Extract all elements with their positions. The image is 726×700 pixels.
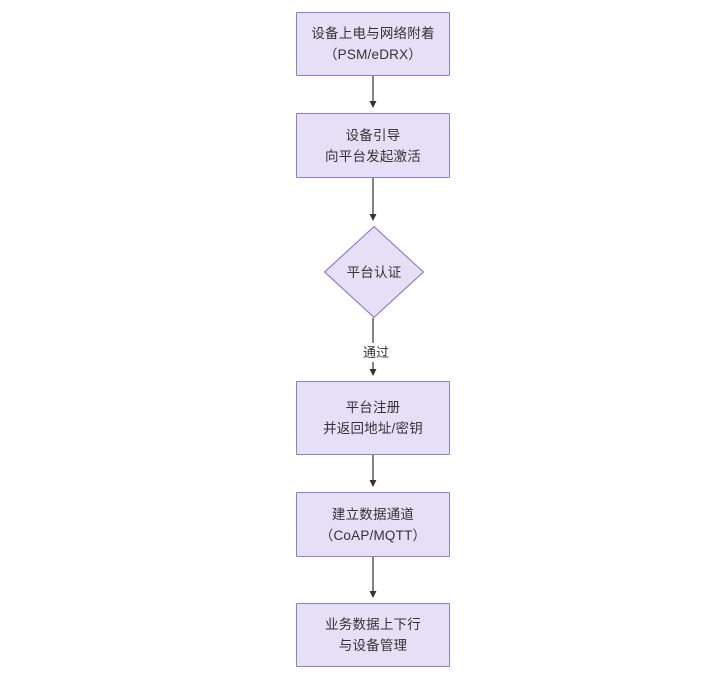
node-platform-register-label: 平台注册 并返回地址/密钥 [323,400,423,436]
node-data-channel[interactable]: 建立数据通道 （CoAP/MQTT） [296,492,450,557]
node-data-channel-label: 建立数据通道 （CoAP/MQTT） [319,506,427,543]
node-bootstrap-label: 设备引导 向平台发起激活 [325,127,421,164]
edge-label-pass-text: 通过 [362,345,389,360]
node-platform-auth-label: 平台认证 [346,264,402,280]
node-bootstrap[interactable]: 设备引导 向平台发起激活 [296,113,450,178]
node-business-data[interactable]: 业务数据上下行 与设备管理 [296,603,450,667]
node-power-on[interactable]: 设备上电与网络附着 （PSM/eDRX） [296,12,450,76]
node-platform-register[interactable]: 平台注册 并返回地址/密钥 [296,381,450,455]
node-power-on-label: 设备上电与网络附着 （PSM/eDRX） [311,26,435,62]
diamond-shape [324,226,424,318]
node-platform-auth[interactable]: 平台认证 [324,226,424,318]
node-business-data-label: 业务数据上下行 与设备管理 [325,617,421,653]
edge-label-pass: 通过 [355,343,397,362]
